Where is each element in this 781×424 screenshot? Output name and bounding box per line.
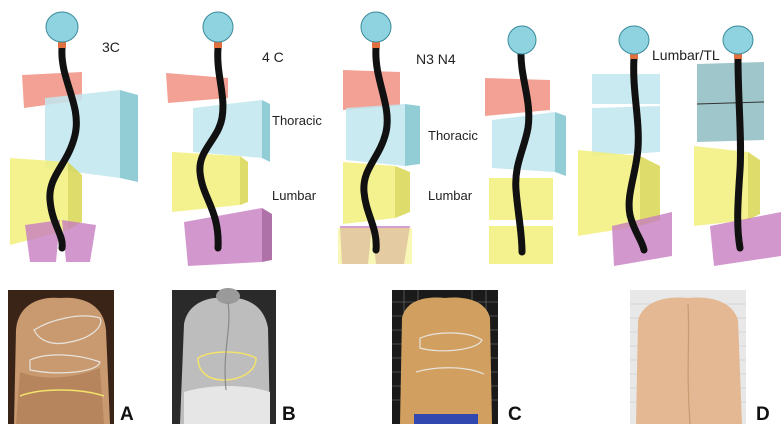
model-label-lumbar-tl: Lumbar/TL [652, 47, 720, 63]
head [723, 26, 753, 54]
patient-back [400, 298, 492, 424]
hip-cloth [184, 386, 270, 424]
head [508, 26, 536, 54]
head [361, 12, 391, 42]
shorts [414, 414, 478, 424]
region-label-thoracic: Thoracic [428, 128, 478, 143]
model-label-n3n4: N3 N4 [416, 51, 456, 67]
thoracic-upper-block [592, 74, 660, 104]
shoulder-block [485, 78, 550, 116]
region-label-thoracic: Thoracic [272, 113, 322, 128]
patient-photo-d: D [630, 290, 770, 424]
spine-curve [738, 58, 741, 248]
pelvis-block-side [262, 208, 272, 262]
model-label-4c: 4 C [262, 49, 284, 65]
model-label-3c: 3C [102, 39, 120, 55]
thoracic-block-side [120, 90, 138, 182]
pelvis-block [184, 208, 262, 266]
panel-letter-a: A [120, 404, 134, 424]
region-label-lumbar: Lumbar [428, 188, 473, 203]
region-label-lumbar: Lumbar [272, 188, 317, 203]
lumbar-block-side [240, 156, 248, 205]
head [619, 26, 649, 54]
model-4c: 4 C Thoracic Lumbar [166, 12, 322, 266]
thoracic-block-side [555, 112, 566, 176]
panel-letter-d: D [756, 404, 770, 424]
thoracic-block-side [262, 100, 270, 162]
model-n3n4: N3 N4 Thoracic Lumbar [338, 12, 478, 264]
thoracic-lower-block [592, 106, 660, 156]
panel-letter-b: B [282, 404, 296, 424]
pelvis-right [62, 220, 96, 262]
head [203, 12, 233, 42]
lumbar-block-side [395, 166, 410, 218]
patient-photo-a: A [8, 290, 134, 424]
model-3c: 3C [10, 12, 138, 262]
model-4 [485, 26, 566, 264]
head [46, 12, 78, 42]
shoulder-block [343, 70, 400, 110]
patient-photo-b: B [172, 288, 296, 424]
patient-photo-c: C [392, 290, 522, 424]
thoracic-block-side [405, 104, 420, 166]
lumbar-block-side [748, 152, 760, 220]
panel-letter-c: C [508, 404, 522, 424]
head [216, 288, 240, 304]
